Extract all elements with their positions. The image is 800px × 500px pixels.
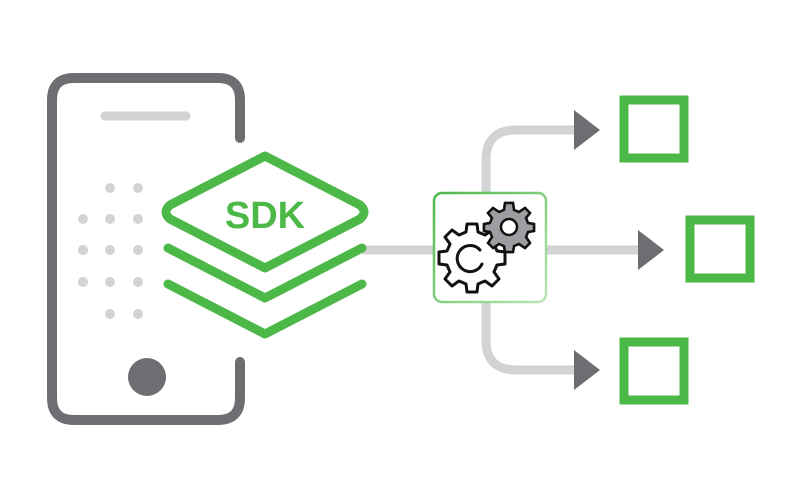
sdk-label: SDK — [225, 195, 306, 237]
branch-lines — [481, 125, 640, 375]
arrow-right-icon — [638, 230, 664, 270]
smartphone-icon — [47, 73, 245, 425]
arrow-right-icon — [574, 110, 600, 150]
arrow-right-icon — [574, 350, 600, 390]
phone-dot-grid — [78, 183, 143, 319]
output-square-icon — [619, 337, 689, 405]
output-square-icon — [619, 95, 689, 163]
gears-icon — [432, 191, 548, 304]
sdk-stack-icon: SDK — [161, 151, 369, 339]
output-square-icon — [685, 215, 755, 283]
phone-home-button — [128, 358, 166, 396]
